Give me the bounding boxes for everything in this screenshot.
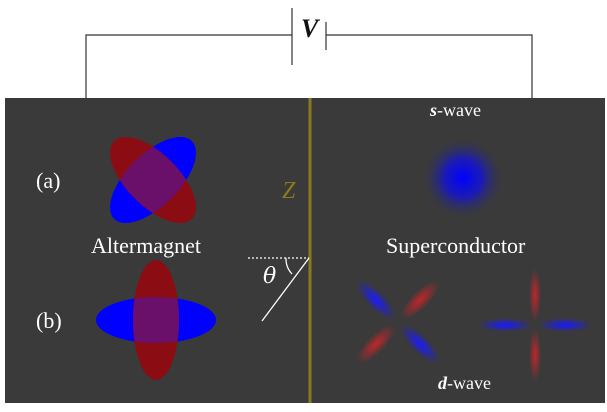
panel-b-label: (b) bbox=[36, 308, 62, 333]
d-wave-lobe bbox=[356, 280, 396, 320]
d-wave-lobe bbox=[529, 268, 541, 322]
altermagnet-a bbox=[109, 136, 197, 224]
d-wave-lobe bbox=[356, 324, 396, 364]
angle-construction bbox=[248, 257, 310, 322]
overlap-region-b bbox=[133, 297, 179, 343]
s-wave-label: s-wave bbox=[430, 100, 481, 121]
background-panel bbox=[5, 98, 605, 403]
interface-label: Z bbox=[282, 178, 296, 204]
d-wave-suffix: -wave bbox=[447, 373, 491, 393]
incident-line bbox=[261, 257, 310, 322]
altermagnet-b bbox=[96, 260, 216, 380]
d-wave-rotated bbox=[356, 280, 440, 364]
panel-a-label: (a) bbox=[36, 168, 61, 193]
angle-label: θ bbox=[263, 264, 277, 289]
angle-arc bbox=[285, 257, 293, 275]
right-wire bbox=[326, 34, 533, 98]
d-wave-letter: d bbox=[438, 373, 447, 393]
altermagnet-label: Altermagnet bbox=[91, 233, 201, 258]
d-wave-lobe bbox=[400, 280, 440, 320]
voltage-label: V bbox=[301, 14, 319, 43]
d-wave-label: d-wave bbox=[438, 373, 491, 394]
d-wave-lobe bbox=[400, 324, 440, 364]
d-wave-lobe bbox=[529, 328, 541, 382]
superconductor-label: Superconductor bbox=[386, 233, 526, 258]
d-wave-lobe bbox=[478, 318, 532, 332]
s-wave-letter: s bbox=[430, 100, 438, 120]
d-wave-aligned bbox=[478, 268, 592, 382]
left-wire bbox=[85, 34, 292, 98]
s-wave-gap bbox=[421, 136, 505, 220]
s-wave-suffix: -wave bbox=[437, 100, 481, 120]
d-wave-lobe bbox=[538, 318, 592, 332]
circuit-wires bbox=[85, 8, 533, 98]
